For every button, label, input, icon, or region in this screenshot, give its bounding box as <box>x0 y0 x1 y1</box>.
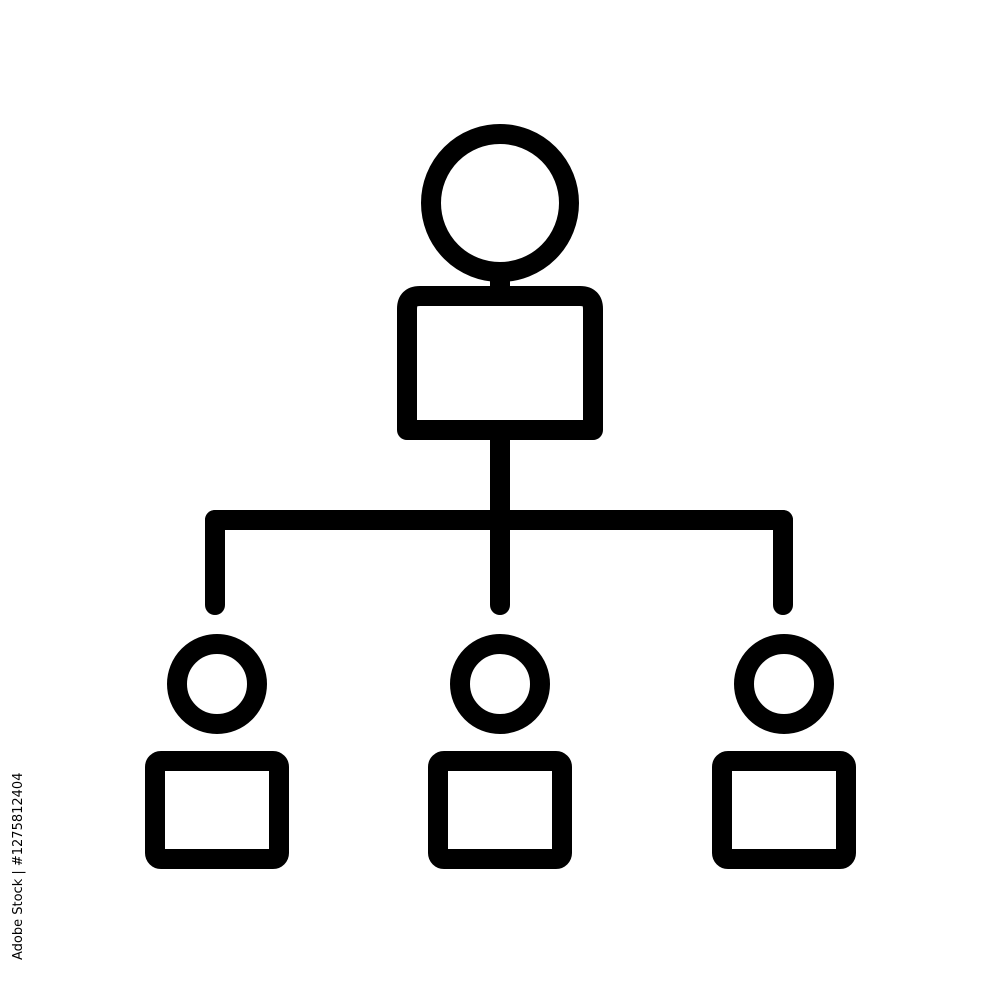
child-center-body <box>428 751 572 869</box>
child-center-head <box>450 634 550 734</box>
stock-id-label: Adobe Stock | #1275812404 <box>11 772 26 960</box>
org-connector <box>205 420 793 615</box>
child-right-body <box>712 751 856 869</box>
top-person <box>397 124 603 440</box>
child-right-head <box>734 634 834 734</box>
child-left-head <box>167 634 267 734</box>
child-person-left <box>145 634 289 869</box>
top-person-head <box>421 124 579 282</box>
child-person-center <box>428 634 572 869</box>
top-person-body <box>397 286 603 440</box>
child-person-right <box>712 634 856 869</box>
child-left-body <box>145 751 289 869</box>
